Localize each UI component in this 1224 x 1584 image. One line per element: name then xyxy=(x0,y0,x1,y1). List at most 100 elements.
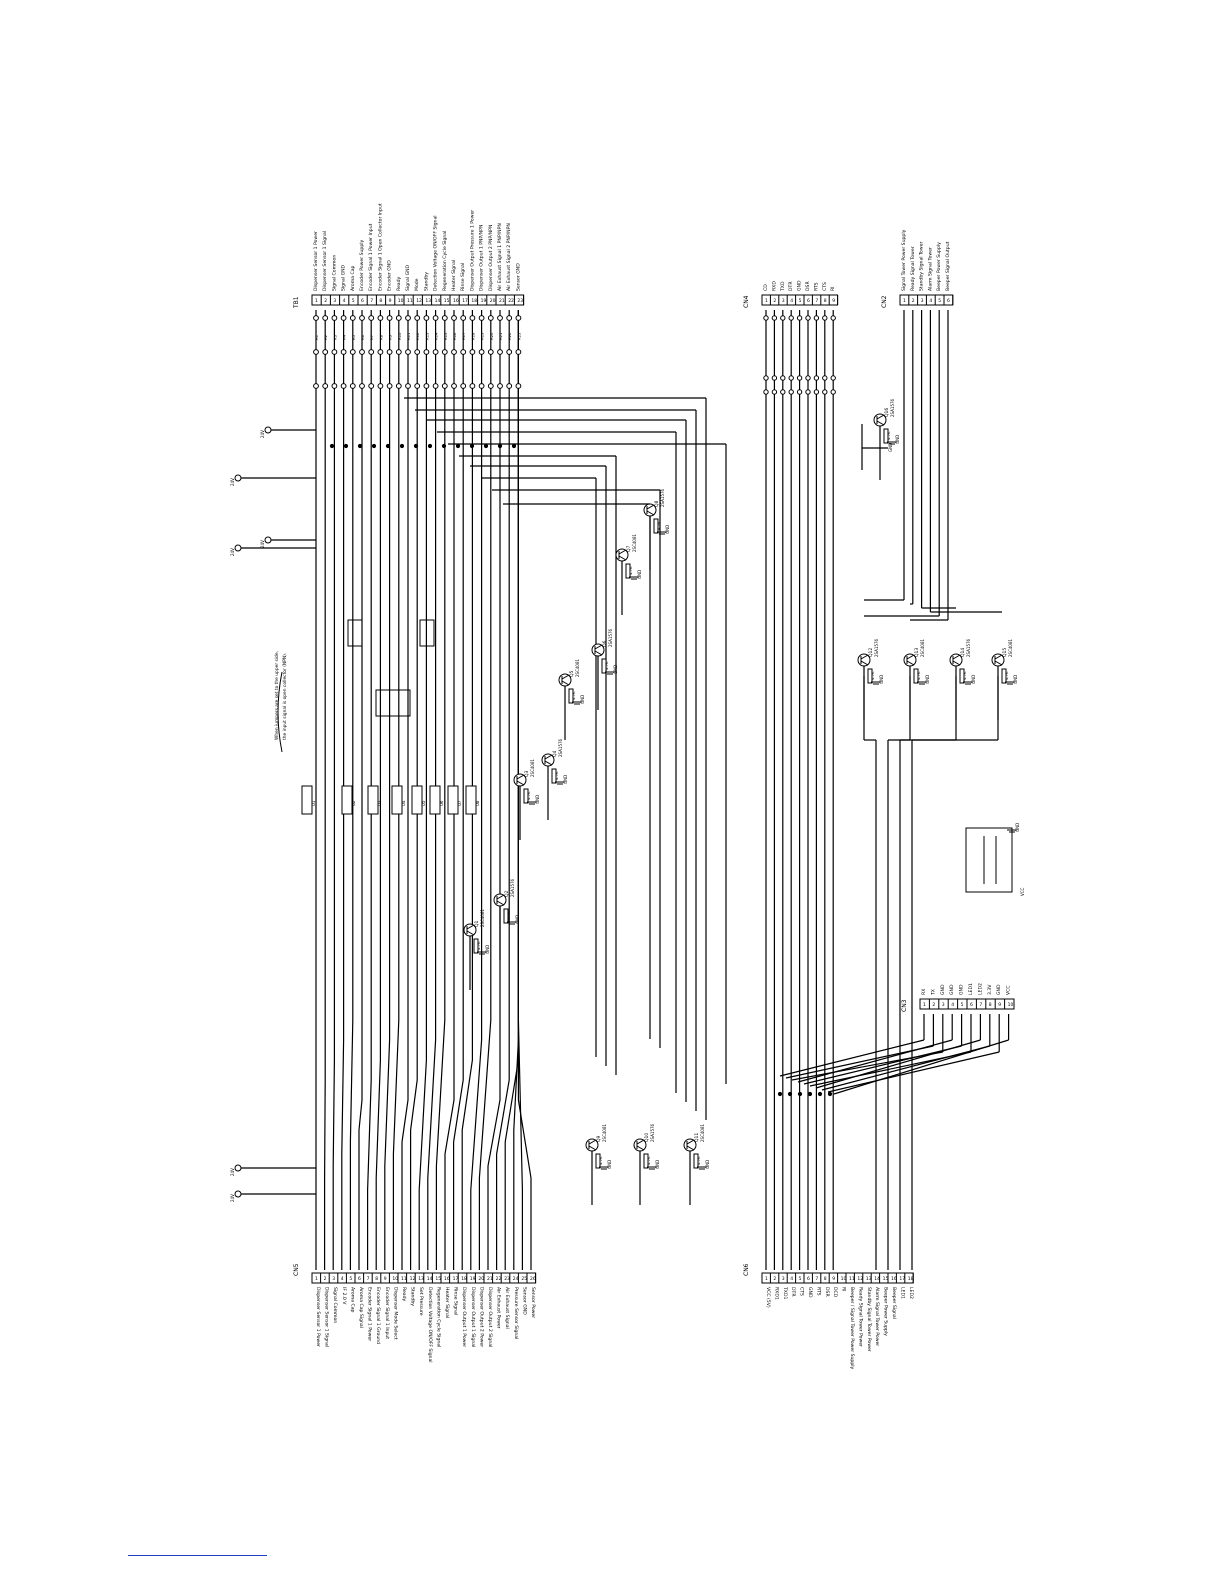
transistor-ref: Q3 xyxy=(524,770,530,777)
power-tap: 24V xyxy=(230,548,235,556)
junction-dot xyxy=(827,1091,833,1097)
pin-label: Sensor GND xyxy=(515,263,521,291)
pin-label: Mode xyxy=(414,278,420,291)
transistor-collector xyxy=(686,1139,695,1145)
terminal xyxy=(386,315,393,321)
pin-number: 2 xyxy=(912,298,915,304)
opto-block xyxy=(341,785,353,815)
pin-number: 23 xyxy=(517,298,523,304)
pin-label: TXD1 xyxy=(782,1286,788,1299)
resistor-label: R2 xyxy=(323,334,328,340)
terminal xyxy=(414,315,421,321)
pin-label: GND xyxy=(807,1287,813,1298)
connector-ref: CN4 xyxy=(743,295,750,308)
terminal xyxy=(451,383,457,389)
jumper-block xyxy=(347,619,363,647)
pin-number: 18 xyxy=(471,298,477,304)
pin-number: 15 xyxy=(883,1276,889,1282)
terminal xyxy=(313,315,319,321)
transistor-emitter xyxy=(496,900,505,906)
footer-rule xyxy=(128,1555,267,1556)
pin-number: 12 xyxy=(416,298,422,304)
terminal xyxy=(234,1164,242,1172)
terminal xyxy=(487,383,494,389)
terminal xyxy=(822,389,828,395)
transistor-Q6 xyxy=(591,643,605,657)
pin-number: 7 xyxy=(815,298,818,304)
wire xyxy=(332,310,335,1167)
terminal xyxy=(395,349,402,355)
wire xyxy=(358,310,363,1131)
resistor-value: 4.7K xyxy=(696,1156,701,1165)
wire xyxy=(410,310,418,1131)
filter-cap-block xyxy=(965,827,1013,893)
resistor-label: R11 xyxy=(406,332,411,340)
junction-dot xyxy=(497,443,503,449)
pin-number: 19 xyxy=(470,1276,476,1282)
pin-number: 8 xyxy=(824,298,827,304)
pin-number: 8 xyxy=(824,1276,827,1282)
terminal xyxy=(822,315,828,321)
pin-label: RXD xyxy=(771,281,777,291)
pin-label: LED1 xyxy=(899,1287,905,1299)
gnd-label: GND xyxy=(665,525,670,534)
terminal xyxy=(497,349,503,355)
pin-number: 11 xyxy=(849,1276,855,1282)
pin-label: CTS xyxy=(799,1287,805,1296)
pin-number: 3 xyxy=(782,1276,785,1282)
resistor-label: R16 xyxy=(452,332,457,340)
transistor-collector xyxy=(516,774,525,780)
terminal xyxy=(264,536,272,544)
resistor-label: R6 xyxy=(360,334,365,340)
pin-label: TX xyxy=(930,989,936,996)
transistor-collector xyxy=(636,1139,645,1145)
pin-number: 2 xyxy=(324,1276,327,1282)
pin-label: Regeneration Cycle Signal xyxy=(435,1287,441,1347)
pin-number: 15 xyxy=(444,298,450,304)
resistor xyxy=(625,563,631,579)
pin-number: 25 xyxy=(521,1276,527,1282)
resistor-value: 4.7K xyxy=(628,566,633,575)
pin-number: 4 xyxy=(790,1276,793,1282)
gnd-label: GND xyxy=(971,675,976,684)
pin-number: 13 xyxy=(418,1276,424,1282)
wires xyxy=(241,310,1010,1270)
transistor-Q13 xyxy=(903,653,917,667)
junction-dot xyxy=(371,443,377,449)
gnd-label: GND xyxy=(1015,823,1020,832)
terminal xyxy=(340,383,347,389)
resistor-label: R4 xyxy=(342,334,347,340)
transistor-ref: Q12 xyxy=(868,648,874,657)
pin-label: 3.3V xyxy=(987,984,993,995)
connector-ref: CN3 xyxy=(901,999,908,1012)
pin-number: 6 xyxy=(361,298,364,304)
transistor-part: 2SA1576 xyxy=(966,638,971,657)
terminal xyxy=(788,389,794,395)
components xyxy=(234,294,1017,1284)
transistor-collector xyxy=(466,924,475,930)
transistor-part: 2SA1576 xyxy=(660,488,665,507)
connector-tb1 xyxy=(311,294,525,306)
opto-ref: U3 xyxy=(377,800,382,806)
pin-number: 1 xyxy=(923,1002,926,1008)
wire xyxy=(478,310,492,1179)
pin-label: Aroma Cap Signal xyxy=(358,1287,364,1328)
terminal xyxy=(423,349,430,355)
terminal xyxy=(487,315,494,321)
terminal xyxy=(432,315,439,321)
pin-number: 1 xyxy=(315,298,318,304)
junction-dot xyxy=(777,1091,783,1097)
pin-number: 7 xyxy=(815,1276,818,1282)
resistor-label: R13 xyxy=(424,332,429,340)
pin-number: 5 xyxy=(349,1276,352,1282)
terminal xyxy=(515,349,522,355)
pin-number: 14 xyxy=(874,1276,880,1282)
transistor-part: 2SC4081 xyxy=(920,638,925,657)
gnd-label: GND xyxy=(563,775,568,784)
gnd-label: GND xyxy=(485,945,490,954)
resistor xyxy=(595,1153,601,1169)
pin-label: Standby xyxy=(410,1287,416,1306)
wire xyxy=(470,310,483,1191)
